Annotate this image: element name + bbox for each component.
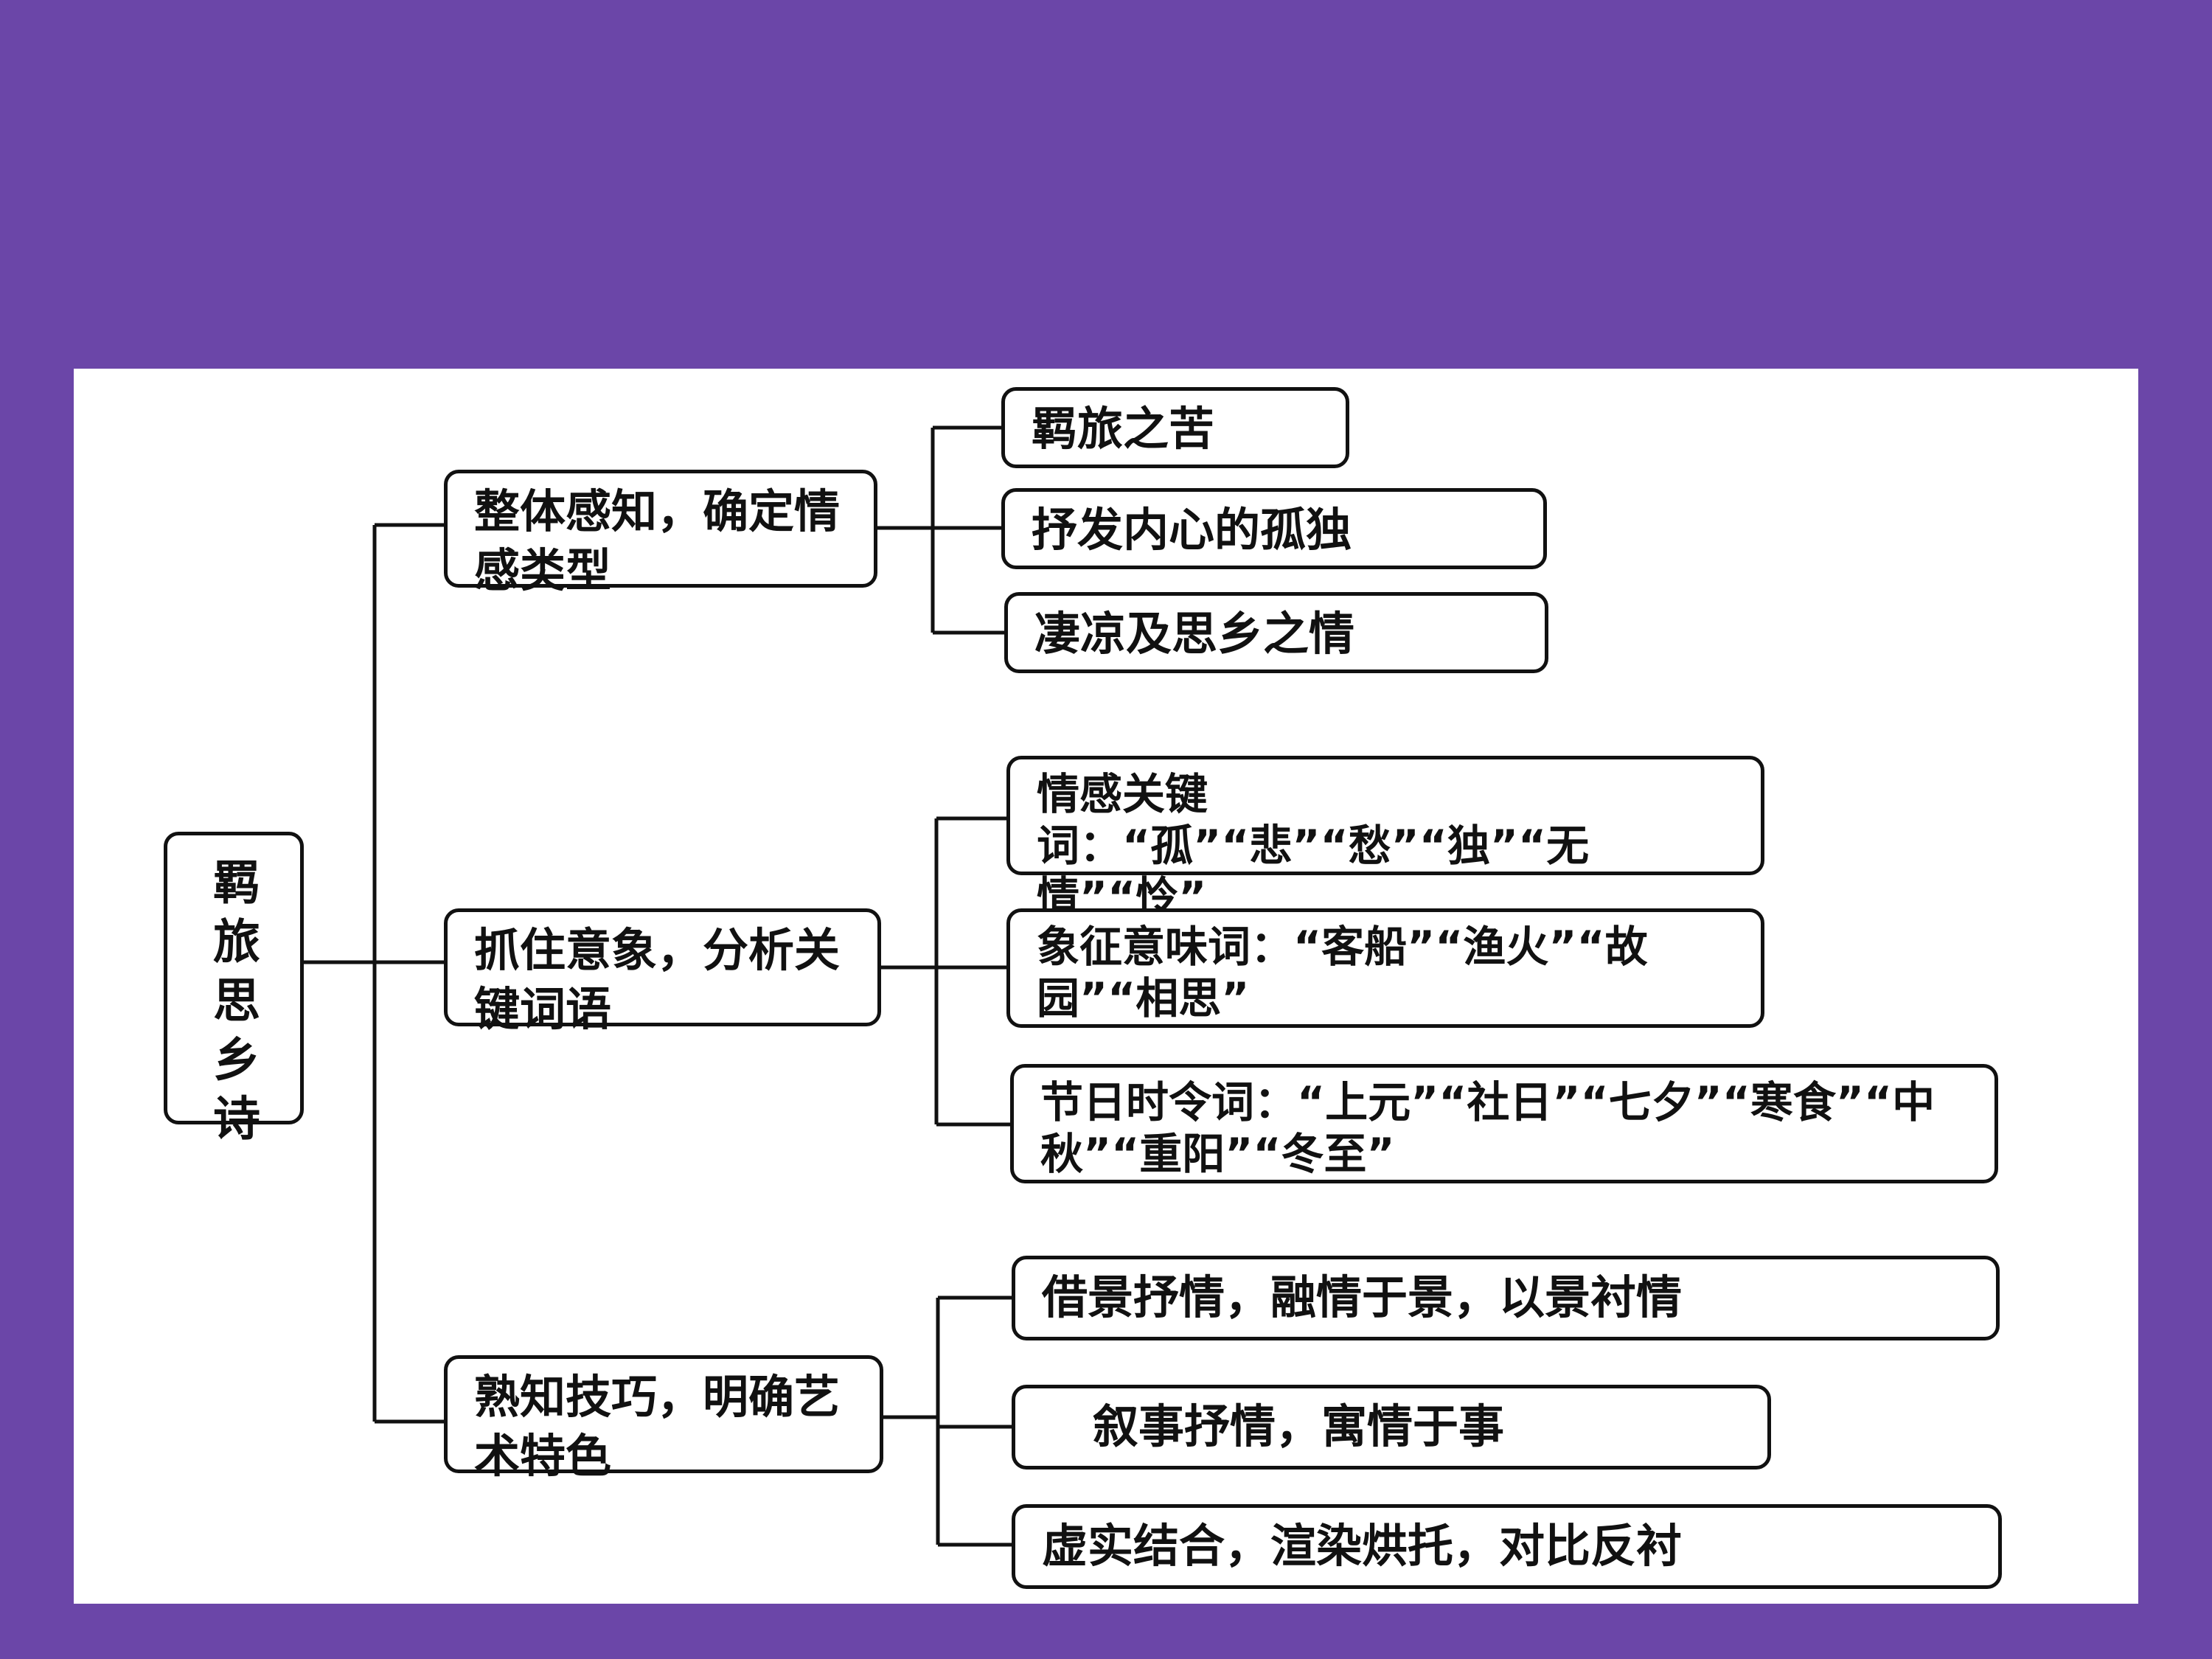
leaf-node-3-1: 借景抒情，融情于景，以景衬情 — [1012, 1256, 2000, 1340]
root-node: 羁旅思乡诗 — [164, 832, 304, 1152]
leaf-node-3-3: 虚实结合，渲染烘托，对比反衬 — [1012, 1504, 2002, 1589]
branch-node-3: 熟知技巧，明确艺术特色 — [444, 1355, 883, 1483]
leaf-node-1-3: 凄凉及思乡之情 — [1004, 592, 1548, 673]
branch-node-1: 整体感知，确定情感类型 — [444, 470, 877, 597]
leaf-node-2-2: 象征意味词：“客船”“渔火”“故园”“相思” — [1006, 908, 1764, 1028]
leaf-node-2-3: 节日时令词：“上元”“社日”“七夕”“寒食”“中秋”“重阳”“冬至” — [1010, 1064, 1998, 1183]
leaf-node-2-1: 情感关键词：“孤”“悲”“愁”“独”“无情”“怜” — [1006, 756, 1764, 922]
leaf-node-1-1: 羁旅之苦 — [1001, 387, 1349, 468]
leaf-node-1-2: 抒发内心的孤独 — [1001, 488, 1547, 569]
leaf-node-3-2: 叙事抒情，寓情于事 — [1012, 1385, 1771, 1470]
branch-node-2: 抓住意象，分析关键词语 — [444, 908, 881, 1036]
